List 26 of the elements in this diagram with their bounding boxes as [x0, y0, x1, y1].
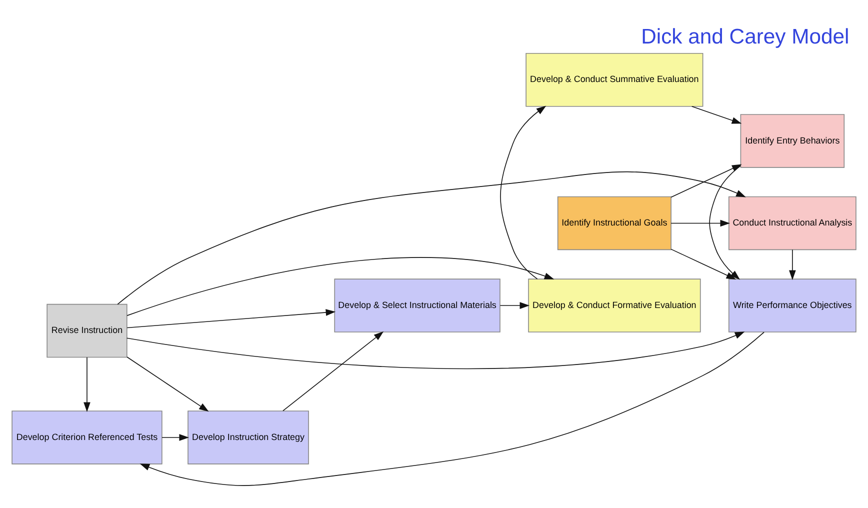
diagram-title: Dick and Carey Model	[641, 24, 850, 48]
node-box: Develop & Select Instructional Materials	[334, 278, 500, 332]
node-box: Revise Instruction	[46, 303, 128, 358]
arrow	[84, 356, 90, 412]
arrow	[126, 308, 336, 328]
node-box: Identify Entry Behaviors	[740, 114, 845, 168]
arrow	[500, 105, 546, 279]
arrow	[670, 219, 730, 226]
arrow	[140, 331, 764, 486]
arrow	[126, 331, 745, 369]
node-box: Write Performance Objectives	[728, 278, 856, 332]
arrow	[126, 256, 554, 316]
arrow	[162, 434, 189, 440]
node-box: Identify Instructional Goals	[557, 196, 672, 250]
arrow	[117, 170, 746, 304]
node-box: Develop & Conduct Summative Evaluation	[526, 52, 704, 106]
node-box: Develop Instruction Strategy	[188, 410, 309, 464]
arrow	[789, 248, 796, 280]
arrow	[670, 248, 736, 280]
node-box: Conduct Instructional Analysis	[728, 196, 856, 250]
node-box: Develop Criterion Referenced Tests	[12, 410, 162, 464]
arrow	[126, 356, 209, 412]
arrow	[500, 302, 530, 308]
arrow	[282, 330, 384, 411]
node-box: Develop & Conduct Formative Evaluation	[528, 278, 701, 332]
arrow	[691, 106, 742, 124]
